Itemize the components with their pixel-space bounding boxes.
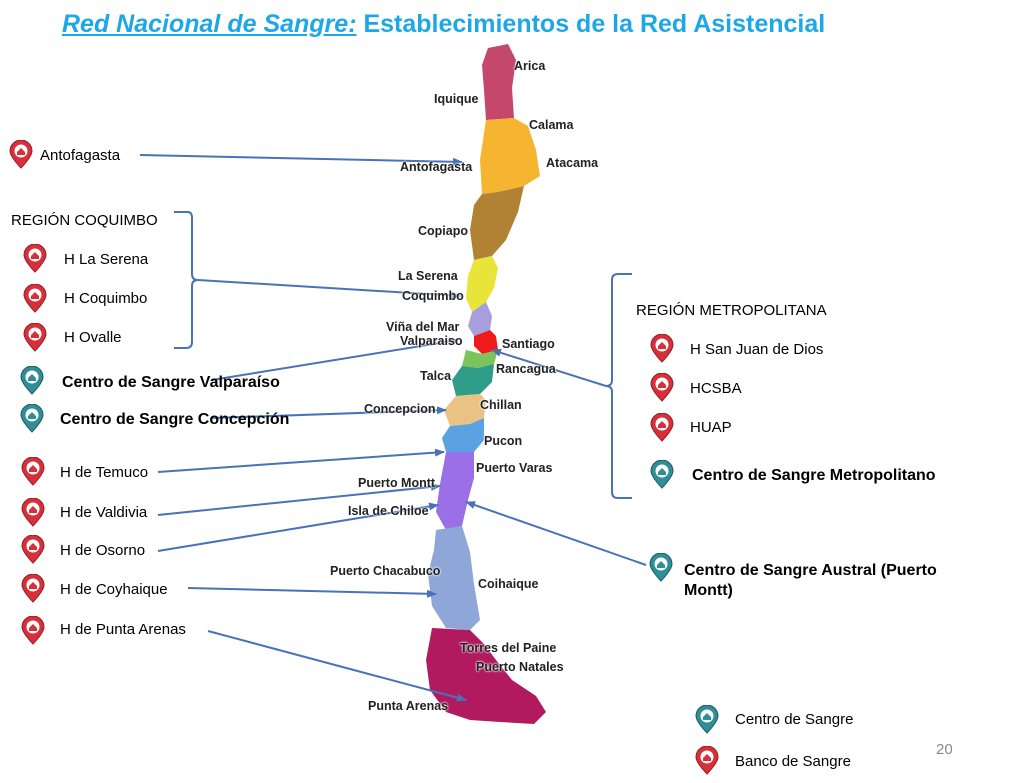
arrow-cs-valparaiso	[211, 337, 459, 381]
map-label-talca: Talca	[420, 369, 452, 383]
map-label-copiapo: Copiapo	[418, 224, 468, 238]
blood-bank-icon	[21, 498, 45, 527]
map-label-santiago: Santiago	[502, 337, 555, 351]
blood-bank-icon	[650, 334, 674, 363]
blood-bank-icon	[21, 616, 45, 645]
blood-bank-icon	[695, 746, 719, 775]
map-label-arica: Arica	[514, 59, 546, 73]
map-label-chiloe: Isla de Chiloe	[348, 504, 429, 518]
region-atacama	[470, 186, 524, 260]
page-number: 20	[936, 741, 953, 758]
label-cs-austral: Centro de Sangre Austral (Puerto Montt)	[684, 562, 937, 599]
region-aysen	[428, 526, 480, 630]
label-cs-metropolitano: Centro de Sangre Metropolitano	[692, 467, 936, 484]
map-label-pucon: Pucon	[484, 434, 523, 448]
label-cs-valparaiso: Centro de Sangre Valparaíso	[62, 374, 280, 391]
legend-centro-de-sangre: Centro de Sangre	[735, 711, 854, 728]
label-antofagasta: Antofagasta	[40, 147, 121, 164]
map-label-rancagua: Rancagua	[496, 362, 556, 376]
arrow-temuco	[157, 448, 445, 473]
arrow-punta-arenas	[207, 630, 467, 702]
map-label-valparaiso: Valparaiso	[400, 334, 463, 348]
label-coyhaique: H de Coyhaique	[60, 581, 168, 598]
label-san-juan-de-dios: H San Juan de Dios	[690, 341, 824, 358]
arrow-coyhaique	[187, 587, 437, 598]
region-arica-tarapaca	[482, 44, 516, 120]
arrow-valdivia	[157, 482, 441, 516]
map-label-calama: Calama	[529, 118, 574, 132]
label-osorno: H de Osorno	[60, 542, 146, 559]
legend-banco-de-sangre: Banco de Sangre	[735, 753, 851, 770]
label-coquimbo: H Coquimbo	[64, 290, 148, 307]
region-ohiggins	[462, 350, 498, 368]
map-label-coihaique: Coihaique	[478, 577, 539, 591]
map-label-iquique: Iquique	[434, 92, 479, 106]
region-araucania	[442, 418, 484, 452]
arrow-cs-concepcion	[211, 406, 447, 419]
blood-bank-icon	[650, 413, 674, 442]
heading-region-metropolitana: REGIÓN METROPOLITANA	[636, 302, 827, 319]
blood-center-icon	[20, 404, 44, 433]
map-label-coquimbo: Coquimbo	[402, 289, 464, 303]
map-label-concepcion: Concepcion	[364, 402, 436, 416]
blood-bank-icon	[21, 535, 45, 564]
map-label-chacabuco: Puerto Chacabuco	[330, 564, 441, 578]
label-ovalle: H Ovalle	[64, 329, 122, 346]
region-coquimbo	[466, 256, 498, 312]
blood-center-icon	[20, 366, 44, 395]
blood-bank-icon	[23, 244, 47, 273]
label-cs-concepcion: Centro de Sangre Concepción	[60, 411, 290, 428]
arrow-antofagasta	[139, 154, 463, 166]
map-label-la-serena: La Serena	[398, 269, 458, 283]
region-los-lagos	[436, 452, 474, 530]
region-antofagasta	[480, 118, 540, 194]
arrow-metropolitana	[491, 348, 607, 387]
blood-bank-icon	[650, 373, 674, 402]
heading-region-coquimbo: REGIÓN COQUIMBO	[11, 212, 158, 229]
region-magallanes	[426, 628, 546, 724]
coquimbo-brace	[174, 211, 199, 349]
label-temuco: H de Temuco	[60, 464, 149, 481]
label-la-serena: H La Serena	[64, 251, 149, 268]
metropolitana-brace	[605, 273, 632, 499]
blood-center-icon	[695, 705, 719, 734]
title-establishments: Establecimientos de la Red Asistencial	[356, 10, 826, 38]
arrow-coquimbo	[197, 279, 461, 300]
map-label-torres-del-paine: Torres del Paine	[460, 641, 557, 655]
label-punta-arenas: H de Punta Arenas	[60, 621, 186, 638]
region-valparaiso	[468, 302, 492, 336]
blood-bank-icon	[21, 457, 45, 486]
region-maule	[452, 364, 494, 396]
label-huap: HUAP	[690, 419, 732, 436]
map-label-puerto-varas: Puerto Varas	[476, 461, 553, 475]
map-label-vina: Viña del Mar	[386, 320, 460, 334]
map-label-puerto-montt: Puerto Montt	[358, 476, 436, 490]
map-label-punta-arenas: Punta Arenas	[368, 699, 449, 713]
blood-bank-icon	[23, 323, 47, 352]
arrow-osorno	[157, 502, 439, 552]
region-biobio	[444, 394, 486, 426]
label-valdivia: H de Valdivia	[60, 504, 148, 521]
slide-title: Red Nacional de Sangre: Establecimientos…	[62, 10, 825, 39]
arrow-cs-austral	[465, 501, 647, 566]
title-network: Red Nacional de Sangre:	[62, 10, 357, 38]
map-label-puerto-natales: Puerto Natales	[476, 660, 564, 674]
blood-bank-icon	[21, 574, 45, 603]
blood-bank-icon	[23, 284, 47, 313]
blood-bank-icon	[9, 140, 33, 169]
label-hcsba: HCSBA	[690, 380, 742, 397]
map-label-chillan: Chillan	[480, 398, 522, 412]
map-label-atacama: Atacama	[546, 156, 599, 170]
map-label-antofagasta: Antofagasta	[400, 160, 473, 174]
blood-center-icon	[650, 460, 674, 489]
blood-center-icon	[649, 553, 673, 582]
region-metropolitana	[474, 330, 498, 354]
